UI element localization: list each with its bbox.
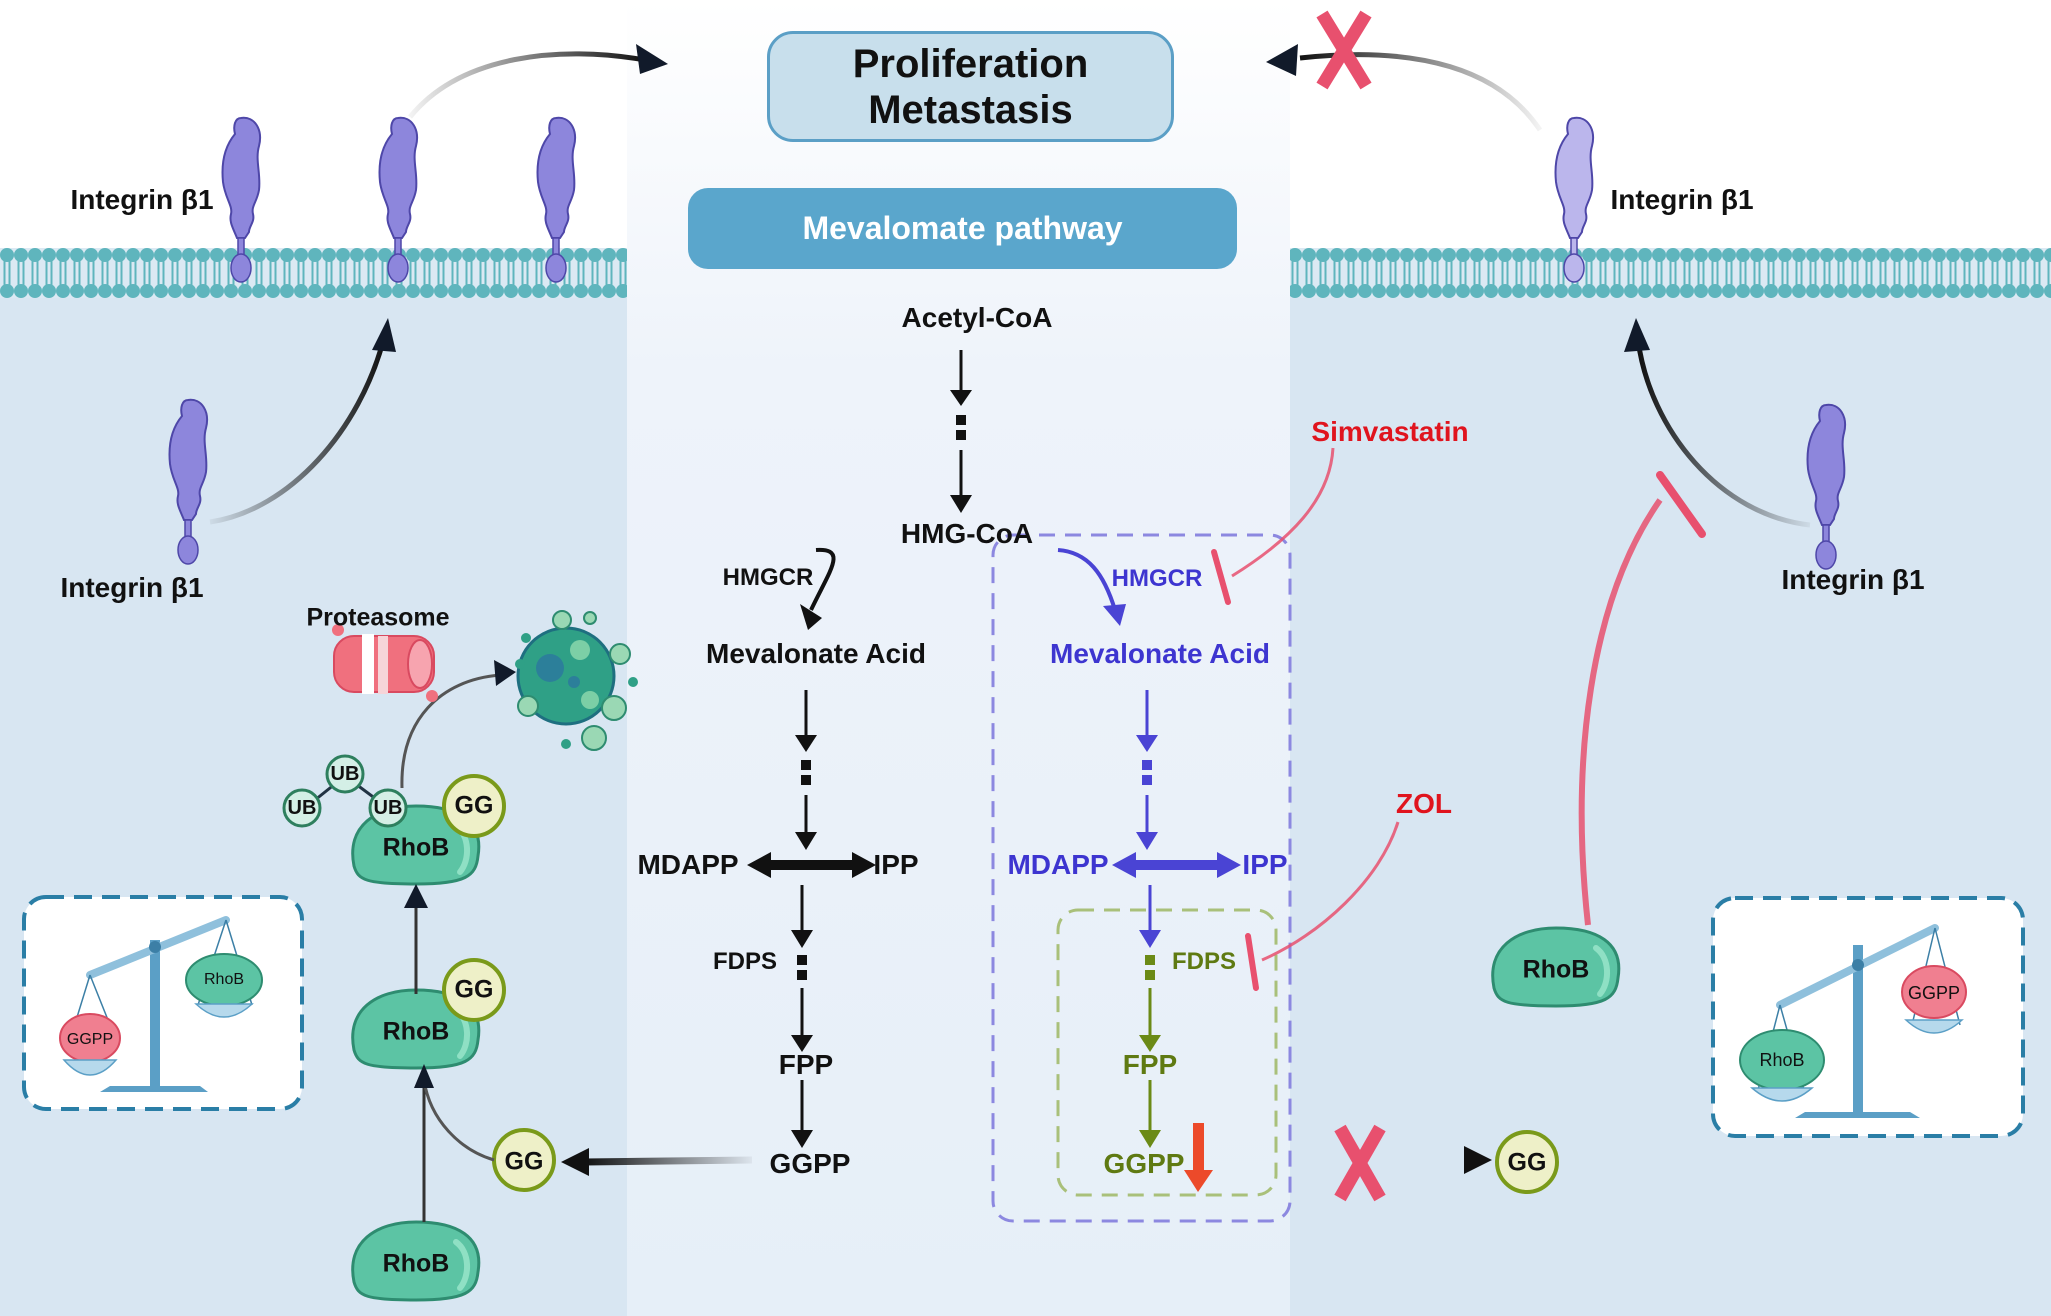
integrin-label-left-top: Integrin β1: [70, 184, 214, 215]
simvastatin-label: Simvastatin: [1311, 416, 1469, 447]
pathway-olive-arrows: [1139, 955, 1161, 1148]
hmgcr-label: HMGCR: [722, 564, 814, 591]
arrowhead: [636, 44, 668, 74]
degraded-protein-icon: [515, 610, 638, 751]
arrowhead: [494, 660, 516, 686]
integrin-label-right-top: Integrin β1: [1610, 184, 1754, 215]
rhob-label: RhoB: [382, 1249, 450, 1278]
integrin-label-left-bottom: Integrin β1: [60, 572, 204, 603]
ggpp-inhibited-label: GGPP: [1103, 1148, 1185, 1179]
proliferation-label: Proliferation: [852, 41, 1089, 86]
arrowhead: [372, 318, 396, 352]
mevalonate-acid-label: Mevalonate Acid: [706, 638, 926, 669]
arrow-integrin-translocation-right: [1635, 339, 1811, 528]
ipp-label: IPP: [873, 849, 919, 880]
pathway-normal-arrows: [747, 350, 972, 1148]
balance-scale-left-icon: [59, 916, 263, 1092]
rhob-label: RhoB: [382, 833, 450, 862]
inhibition-rhob-to-integrin: [1578, 498, 1663, 926]
right-cytoplasm: [1290, 298, 2051, 1316]
gg-label: GG: [504, 1147, 544, 1176]
pathway-header-label: Mevalomate pathway: [802, 210, 1123, 246]
inhibition-bar: [1656, 471, 1706, 538]
balance-left-pan-label: GGPP: [66, 1031, 114, 1048]
left-membrane: [0, 248, 627, 298]
rhob-label-right: RhoB: [1522, 955, 1590, 984]
inhibition-bar: [1245, 933, 1259, 991]
mevalonate-pathway-header: Mevalomate pathway: [688, 188, 1237, 269]
balance-right-right-pan-label: GGPP: [1907, 983, 1961, 1003]
proliferation-metastasis-box: Proliferation Metastasis: [767, 31, 1174, 142]
arrowhead: [1266, 44, 1298, 76]
arrowhead: [1624, 318, 1650, 352]
balance-box-left: [22, 895, 304, 1111]
inhibited-region-box: [991, 533, 1292, 1223]
inhibition-bar: [1211, 549, 1231, 605]
zol-region-box: [1056, 908, 1278, 1197]
gg-label: GG: [454, 791, 494, 820]
decrease-arrow-icon: [1184, 1123, 1213, 1192]
simvastatin-inhibition-line: [1231, 447, 1335, 578]
integrin-label-right-bottom: Integrin β1: [1781, 564, 1925, 595]
proteasome-label: Proteasome: [306, 603, 450, 632]
hmgcr-inhibited-label: HMGCR: [1111, 565, 1203, 592]
zol-label: ZOL: [1396, 788, 1452, 819]
balance-box-right: [1711, 896, 2025, 1138]
arrow-integrin-to-proliferation: [408, 51, 646, 119]
right-membrane: [1290, 248, 2051, 298]
ipp-inhibited-label: IPP: [1242, 849, 1288, 880]
cross-icon: [1316, 10, 1372, 90]
metastasis-label: Metastasis: [868, 87, 1073, 132]
arrowhead: [404, 884, 428, 908]
arrow-to-degradation: [400, 673, 501, 789]
arrowhead: [414, 1064, 434, 1088]
acetyl-coa-label: Acetyl-CoA: [901, 302, 1053, 333]
mdapp-inhibited-label: MDAPP: [1007, 849, 1109, 880]
ubiquitin-chain-icon: [282, 754, 408, 828]
fpp-label: FPP: [778, 1049, 834, 1080]
arrow-gg-join: [422, 1079, 495, 1162]
arrowhead: [1464, 1146, 1492, 1174]
balance-right-left-pan-label: RhoB: [1759, 1050, 1805, 1070]
gg-label: GG: [454, 975, 494, 1004]
ub-label: UB: [373, 797, 403, 819]
balance-scale-right-icon: [1739, 924, 1967, 1118]
balance-right-pan-label: RhoB: [203, 971, 245, 988]
zol-inhibition-line: [1261, 821, 1400, 962]
rhob-label: RhoB: [382, 1017, 450, 1046]
mevalonate-acid-inhibited-label: Mevalonate Acid: [1050, 638, 1270, 669]
gg-label-right: GG: [1507, 1148, 1547, 1177]
arrowhead: [561, 1148, 589, 1176]
mdapp-label: MDAPP: [637, 849, 739, 880]
pathway-inhibited-arrows: [1057, 548, 1241, 948]
fpp-inhibited-label: FPP: [1122, 1049, 1178, 1080]
proteasome-icon: [332, 624, 438, 702]
hmg-coa-label: HMG-CoA: [900, 518, 1034, 549]
arrow-ggpp-to-gg: [584, 1156, 753, 1166]
ub-label: UB: [330, 763, 360, 785]
arrow-integrin-translocation: [209, 337, 387, 525]
fdps-label: FDPS: [712, 948, 778, 975]
cross-icon: [1334, 1124, 1386, 1202]
fdps-inhibited-label: FDPS: [1171, 948, 1237, 975]
ggpp-label: GGPP: [769, 1148, 851, 1179]
ub-label: UB: [287, 797, 317, 819]
